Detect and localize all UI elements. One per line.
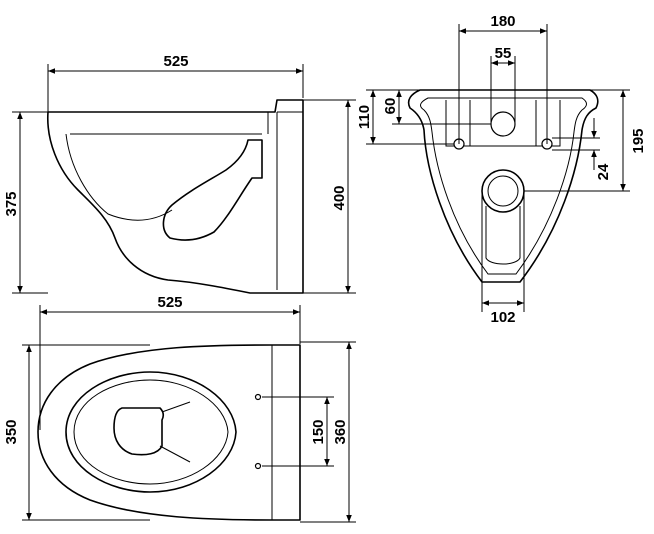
top-width-label: 525 bbox=[157, 294, 182, 311]
front-outlet-inner bbox=[487, 175, 519, 207]
front-inlet-hole bbox=[490, 111, 516, 137]
front-inner-outline bbox=[420, 97, 587, 275]
side-trap-channel bbox=[162, 139, 263, 241]
top-trap-line-lower bbox=[159, 445, 191, 463]
top-outline bbox=[37, 344, 301, 521]
front-top-label: 180 bbox=[490, 13, 515, 30]
front-outlet-channel bbox=[485, 206, 521, 265]
top-depth-label: 350 bbox=[3, 419, 20, 444]
front-inner-label: 55 bbox=[495, 45, 512, 62]
side-bowl-inner bbox=[65, 133, 173, 221]
side-view: 525 375 400 bbox=[3, 53, 356, 294]
front-right-small-label: 24 bbox=[595, 163, 612, 180]
side-height-right-label: 400 bbox=[331, 185, 348, 210]
side-height-left-label: 375 bbox=[3, 191, 20, 216]
top-outer-depth-label: 360 bbox=[332, 419, 349, 444]
top-drain-shape bbox=[113, 407, 165, 456]
top-bowl-rim-inner bbox=[73, 379, 229, 485]
front-bottom-label: 102 bbox=[490, 309, 515, 326]
front-left-outer-label: 110 bbox=[356, 105, 373, 129]
top-bowl-opening bbox=[65, 371, 237, 493]
side-bowl-outline bbox=[47, 99, 304, 294]
side-mount-plate bbox=[267, 111, 303, 290]
front-view: 180 55 110 60 195 24 102 bbox=[356, 13, 647, 326]
front-right-height-label: 195 bbox=[630, 128, 647, 153]
front-outline bbox=[407, 89, 599, 283]
side-width-label: 525 bbox=[163, 53, 188, 70]
top-bolt-hole-upper bbox=[254, 393, 262, 401]
top-bolt-spacing-label: 150 bbox=[310, 419, 327, 444]
top-bolt-hole-lower bbox=[254, 462, 262, 470]
top-trap-line-upper bbox=[161, 401, 191, 413]
front-left-inner-label: 60 bbox=[382, 98, 399, 115]
top-view: 525 350 150 360 bbox=[3, 294, 356, 523]
